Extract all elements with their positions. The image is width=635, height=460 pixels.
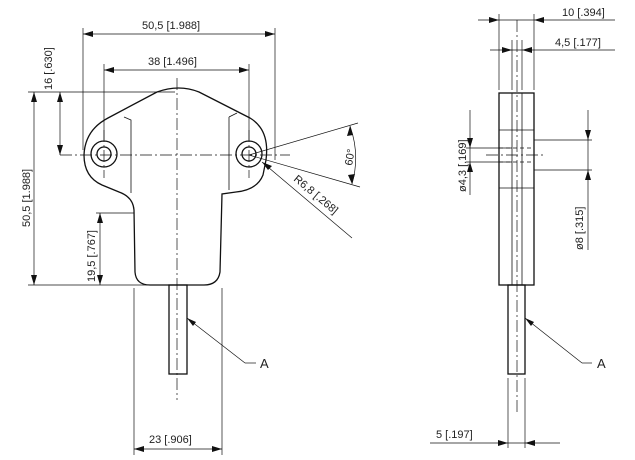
dim-height-overall: 50,5 [1.988]	[21, 169, 33, 227]
detail-label-a-side: A	[597, 356, 606, 371]
dim-inner-thickness: 4,5 [.177]	[555, 37, 601, 49]
dim-hole-spacing: 38 [1.496]	[148, 56, 197, 68]
dim-lower-height: 19,5 [.767]	[86, 230, 98, 282]
dim-boss-dia: ø8 [.315]	[574, 207, 586, 250]
dim-hole-dia: ø4,3 [.169]	[457, 139, 469, 192]
dim-thickness: 10 [.394]	[562, 7, 605, 19]
detail-label-a-front: A	[260, 356, 269, 371]
left-lug-slot	[123, 116, 132, 193]
dim-radius: R6,8 [.268]	[291, 173, 340, 217]
pin	[168, 284, 188, 375]
dim-top-offset: 16 [.630]	[43, 47, 55, 90]
dim-angle: 60°	[343, 148, 358, 166]
side-pin	[507, 284, 526, 375]
dim-pin-dia: 5 [.197]	[436, 429, 473, 441]
side-body	[498, 92, 535, 286]
side-view: 10 [.394] 4,5 [.177] ø4,3 [.169] ø8 [.31…	[430, 7, 615, 448]
dim-lower-width: 23 [.906]	[149, 434, 192, 446]
right-lug-slot	[228, 112, 238, 190]
front-view: 50,5 [1.988] 38 [1.496] 16 [.630] 50,5 […	[21, 20, 361, 455]
dim-width-overall: 50,5 [1.988]	[142, 20, 200, 32]
flange-outline	[83, 87, 268, 286]
